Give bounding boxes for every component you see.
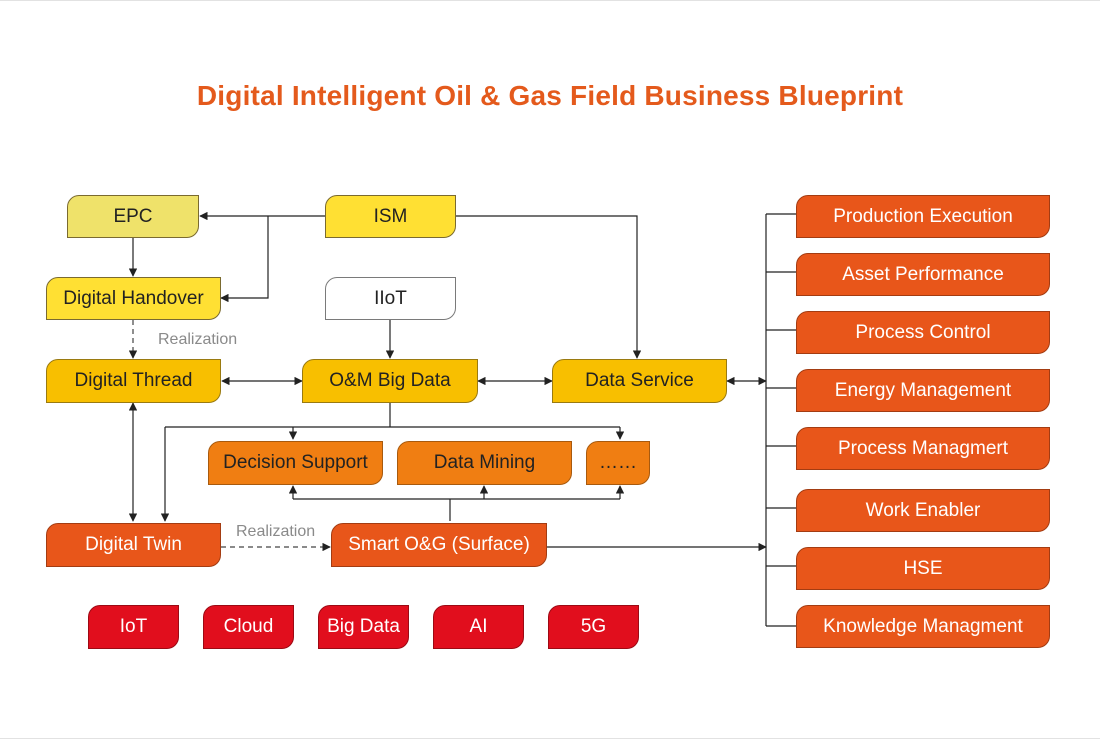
app-label: Process Managmert xyxy=(837,437,1008,459)
data-service-label: Data Service xyxy=(585,370,694,391)
app-process-management: Process Managmert xyxy=(796,427,1050,470)
top-border xyxy=(0,0,1100,1)
app-label: Energy Management xyxy=(834,379,1012,401)
tech-5g-label: 5G xyxy=(580,616,607,637)
app-process-control: Process Control xyxy=(796,311,1050,354)
ism-box: ISM xyxy=(325,195,456,238)
epc-box: EPC xyxy=(67,195,199,238)
app-label: Asset Performance xyxy=(842,263,1004,285)
tech-big-data: Big Data xyxy=(318,605,409,649)
app-asset-performance: Asset Performance xyxy=(796,253,1050,296)
ism-label: ISM xyxy=(373,205,408,227)
app-label: Process Control xyxy=(855,321,991,343)
digital-handover-label: Digital Handover xyxy=(63,287,204,309)
om-big-data-box: O&M Big Data xyxy=(302,359,478,403)
app-knowledge-management: Knowledge Managment xyxy=(796,605,1050,648)
digital-handover-box: Digital Handover xyxy=(46,277,221,320)
app-label: Production Execution xyxy=(833,205,1013,227)
app-work-enabler: Work Enabler xyxy=(796,489,1050,532)
app-hse: HSE xyxy=(796,547,1050,590)
more-box: …… xyxy=(586,441,650,485)
app-label: Knowledge Managment xyxy=(823,615,1023,637)
tech-iot-label: IoT xyxy=(119,616,148,637)
app-label: HSE xyxy=(903,557,943,579)
decision-support-label: Decision Support xyxy=(223,452,368,473)
iiot-label: IIoT xyxy=(374,287,407,309)
tech-cloud: Cloud xyxy=(203,605,294,649)
iiot-box: IIoT xyxy=(325,277,456,320)
smart-og-box: Smart O&G (Surface) xyxy=(331,523,547,567)
tech-cloud-label: Cloud xyxy=(223,616,274,637)
digital-thread-box: Digital Thread xyxy=(46,359,221,403)
more-label: …… xyxy=(599,452,637,473)
epc-label: EPC xyxy=(113,205,153,227)
digital-thread-label: Digital Thread xyxy=(74,370,193,391)
data-service-box: Data Service xyxy=(552,359,727,403)
app-label: Work Enabler xyxy=(865,499,981,521)
app-production-execution: Production Execution xyxy=(796,195,1050,238)
data-mining-label: Data Mining xyxy=(433,452,536,473)
tech-big-data-label: Big Data xyxy=(327,616,400,637)
digital-twin-label: Digital Twin xyxy=(85,534,182,555)
decision-support-box: Decision Support xyxy=(208,441,383,485)
realization-label-2: Realization xyxy=(236,523,316,540)
data-mining-box: Data Mining xyxy=(397,441,572,485)
smart-og-label: Smart O&G (Surface) xyxy=(348,534,530,555)
diagram-title: Digital Intelligent Oil & Gas Field Busi… xyxy=(196,80,904,111)
app-energy-management: Energy Management xyxy=(796,369,1050,412)
tech-ai-label: AI xyxy=(469,616,488,637)
tech-ai: AI xyxy=(433,605,524,649)
digital-twin-box: Digital Twin xyxy=(46,523,221,567)
tech-iot: IoT xyxy=(88,605,179,649)
tech-5g: 5G xyxy=(548,605,639,649)
om-big-data-label: O&M Big Data xyxy=(329,370,451,391)
realization-label-1: Realization xyxy=(158,331,238,348)
